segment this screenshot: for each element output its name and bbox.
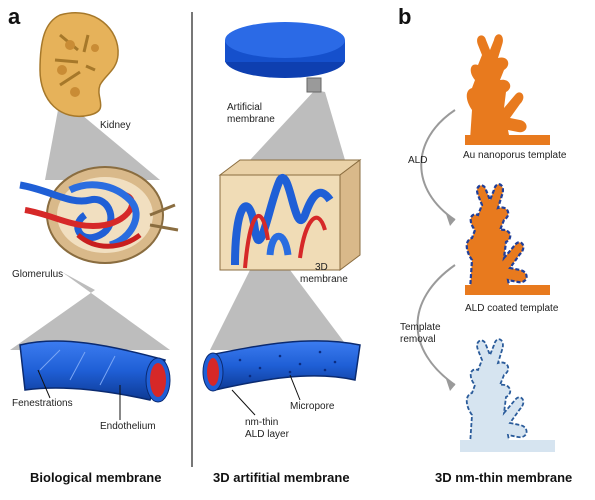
zoom-cone-glomerulus	[10, 272, 170, 350]
nm-thin-membrane-icon	[460, 338, 555, 452]
kidney-icon	[39, 12, 119, 118]
glomerulus-icon	[19, 166, 179, 264]
label-ald-coated: ALD coated template	[465, 303, 559, 314]
membrane-cube-icon	[218, 159, 362, 271]
blood-vessel-icon	[19, 340, 171, 403]
label-artificial-line2: membrane	[227, 114, 275, 125]
label-ald-line1: nm-thin	[245, 417, 279, 428]
label-ald-line2: ALD layer	[245, 429, 289, 440]
label-kidney: Kidney	[100, 120, 131, 131]
ald-coated-template-icon	[465, 183, 550, 295]
zoom-cone-kidney	[45, 105, 160, 180]
artificial-membrane-disc-icon	[225, 22, 345, 93]
footer-3d-nm-thin-membrane: 3D nm-thin membrane	[435, 470, 573, 485]
label-ald-step: ALD	[408, 155, 428, 166]
panel-letter-b: b	[398, 4, 412, 29]
label-removal-line1: Template	[400, 322, 441, 333]
panel-divider	[191, 12, 193, 467]
process-arrows	[416, 109, 456, 386]
label-au-template: Au nanoporus template	[463, 150, 567, 161]
label-micropore: Micropore	[290, 401, 335, 412]
label-fenestrations: Fenestrations	[12, 398, 73, 409]
zoom-cone-artificial	[250, 90, 345, 160]
leader-ald-layer	[231, 389, 256, 416]
arrowhead-ald	[446, 214, 455, 226]
label-removal-line2: removal	[400, 334, 436, 345]
label-3d-line1: 3D	[315, 262, 328, 273]
artificial-tube-icon	[202, 340, 361, 392]
footer-biological-membrane: Biological membrane	[30, 470, 162, 485]
label-glomerulus: Glomerulus	[12, 269, 64, 280]
leader-micropore	[289, 374, 301, 401]
panel-letter-a: a	[8, 4, 21, 29]
zoom-cone-3d	[210, 260, 350, 350]
label-endothelium: Endothelium	[100, 421, 156, 432]
label-artificial-line1: Artificial	[227, 102, 263, 113]
label-3d-line2: membrane	[300, 274, 348, 285]
arrowhead-removal	[446, 379, 455, 391]
au-template-icon	[465, 34, 550, 145]
leader-fenestrations	[37, 369, 51, 399]
footer-3d-artificial-membrane: 3D artifitial membrane	[213, 470, 350, 485]
